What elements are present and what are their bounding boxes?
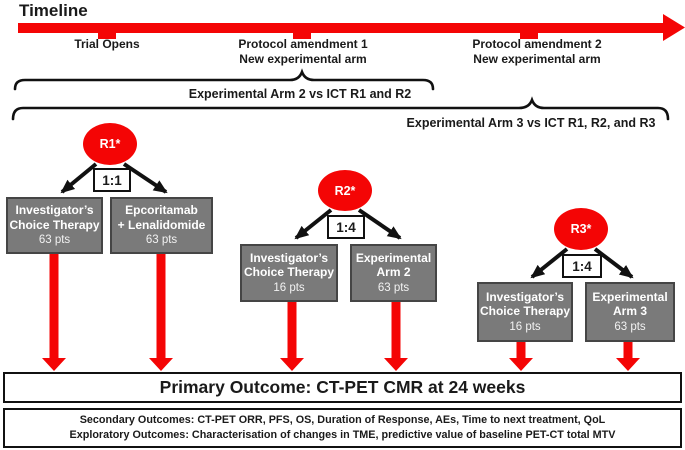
flow-arrow-exp-arm3-icon [616, 342, 640, 371]
ratio-value: 1:1 [102, 172, 122, 188]
event-label: Trial Opens [74, 37, 140, 51]
arm-line2: Choice Therapy [479, 304, 571, 319]
arm-line1: Investigator’s [249, 250, 329, 265]
r2-arrow-right-icon [357, 208, 402, 240]
arm-pts: 63 pts [377, 281, 410, 294]
flow-arrow-exp-arm2-icon [384, 302, 408, 371]
arm-line2: Choice Therapy [243, 265, 335, 280]
arm-pts: 16 pts [273, 281, 305, 294]
arm-box-ict-r1: Investigator’s Choice Therapy 63 pts [6, 197, 103, 254]
flow-arrow-epco-len-icon [149, 253, 173, 371]
primary-outcome-text: Primary Outcome: CT-PET CMR at 24 weeks [159, 377, 526, 397]
ratio-value: 1:4 [572, 258, 592, 274]
r1-arrow-left-icon [60, 162, 98, 194]
r2-label: R2* [334, 183, 356, 198]
secondary-outcomes-box: Secondary Outcomes: CT-PET ORR, PFS, OS,… [3, 408, 682, 448]
event-sublabel: New experimental arm [473, 52, 601, 66]
arm-box-ict-r2: Investigator’s Choice Therapy 16 pts [240, 244, 338, 302]
exploratory-outcomes-text: Exploratory Outcomes: Characterisation o… [69, 429, 616, 441]
event-protocol-amendment-1: Protocol amendment 1 New experimental ar… [238, 37, 367, 67]
ratio-box-r3: 1:4 [562, 254, 602, 278]
arm-box-experimental-arm-2: Experimental Arm 2 63 pts [350, 244, 437, 302]
arm-line1: Investigator’s [15, 203, 94, 218]
timeline-bar [18, 23, 667, 33]
arm-line2: + Lenalidomide [117, 217, 206, 232]
secondary-outcomes-text: Secondary Outcomes: CT-PET ORR, PFS, OS,… [79, 414, 606, 426]
ratio-box-r2: 1:4 [327, 215, 365, 239]
figure-title: Timeline [19, 1, 88, 20]
event-label: Protocol amendment 2 [472, 37, 602, 51]
arm-box-ict-r3: Investigator’s Choice Therapy 16 pts [477, 282, 573, 342]
r1-arrow-right-icon [122, 162, 168, 194]
randomization-node-r2: R2* [318, 170, 372, 211]
arm-line2: Choice Therapy [9, 217, 100, 232]
flow-arrow-ict-r2-icon [280, 302, 304, 371]
arm-line1: Experimental [355, 250, 432, 265]
ratio-box-r1: 1:1 [93, 168, 131, 192]
randomization-node-r3: R3* [554, 208, 608, 250]
event-protocol-amendment-2: Protocol amendment 2 New experimental ar… [472, 37, 601, 67]
timeline-arrowhead-icon [663, 14, 685, 41]
arm-line2: Arm 3 [612, 304, 647, 319]
r3-arrow-left-icon [530, 247, 569, 279]
r3-arrow-right-icon [593, 247, 634, 279]
timeline-tick-trial-opens [98, 32, 116, 39]
r3-label: R3* [570, 222, 592, 236]
comparison-label-arm2: Experimental Arm 2 vs ICT R1 and R2 [188, 87, 412, 101]
event-trial-opens: Trial Opens [74, 37, 139, 52]
arm-line1: Experimental [592, 289, 668, 304]
arm-pts: 63 pts [38, 234, 71, 247]
r2-arrow-left-icon [294, 208, 333, 240]
comparison-label-arm3: Experimental Arm 3 vs ICT R1, R2, and R3 [406, 116, 656, 130]
comparison-brace-arm3-icon [11, 96, 670, 121]
flow-arrow-ict-r1-icon [42, 253, 66, 371]
timeline-tick-amendment-1 [293, 32, 311, 39]
arm-pts: 16 pts [509, 320, 541, 333]
flow-arrow-ict-r3-icon [509, 342, 533, 371]
primary-outcome-box: Primary Outcome: CT-PET CMR at 24 weeks [3, 372, 682, 403]
timeline-tick-amendment-2 [520, 32, 538, 39]
arm-box-epcoritamab-lenalidomide: Epcoritamab + Lenalidomide 63 pts [110, 197, 213, 254]
randomization-node-r1: R1* [83, 123, 137, 165]
event-label: Protocol amendment 1 [238, 37, 368, 51]
arm-line2: Arm 2 [376, 265, 411, 280]
ratio-value: 1:4 [336, 219, 356, 235]
arm-box-experimental-arm-3: Experimental Arm 3 63 pts [585, 282, 675, 342]
arm-pts: 63 pts [614, 320, 646, 333]
arm-pts: 63 pts [145, 234, 178, 247]
arm-line1: Investigator’s [485, 289, 565, 304]
event-sublabel: New experimental arm [239, 52, 367, 66]
arm-line1: Epcoritamab [125, 203, 198, 218]
comparison-brace-arm2-icon [13, 68, 435, 91]
r1-label: R1* [99, 137, 121, 151]
